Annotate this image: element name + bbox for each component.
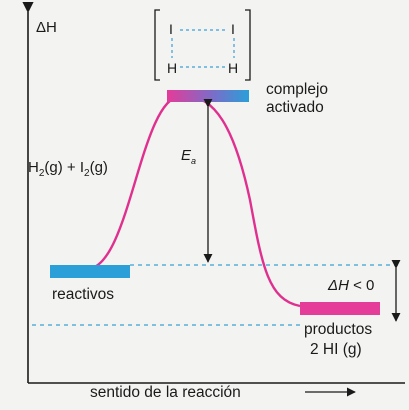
enthalpy-change-label: ΔH < 0 — [328, 277, 375, 294]
reactants-label: reactivos — [52, 286, 115, 303]
activated-complex-label-line2: activado — [266, 99, 324, 116]
y-axis-label: ΔH — [36, 19, 57, 36]
activated-complex-structure — [154, 9, 251, 81]
atom-bottom-left: H — [167, 60, 178, 76]
reactant-formula: H2(g) + I2(g) — [28, 159, 108, 179]
atom-top-left: I — [169, 21, 173, 37]
reactant-bar — [50, 265, 130, 278]
activated-complex-bar — [167, 90, 249, 102]
product-bar — [300, 302, 380, 315]
activation-energy-label: Ea — [181, 147, 197, 166]
products-formula: 2 HI (g) — [310, 341, 362, 358]
atom-top-right: I — [231, 21, 235, 37]
x-axis-label: sentido de la reacción — [90, 384, 241, 401]
activated-complex-label-line1: complejo — [266, 81, 329, 98]
atom-bottom-right: H — [228, 60, 239, 76]
products-label: productos — [304, 321, 373, 338]
